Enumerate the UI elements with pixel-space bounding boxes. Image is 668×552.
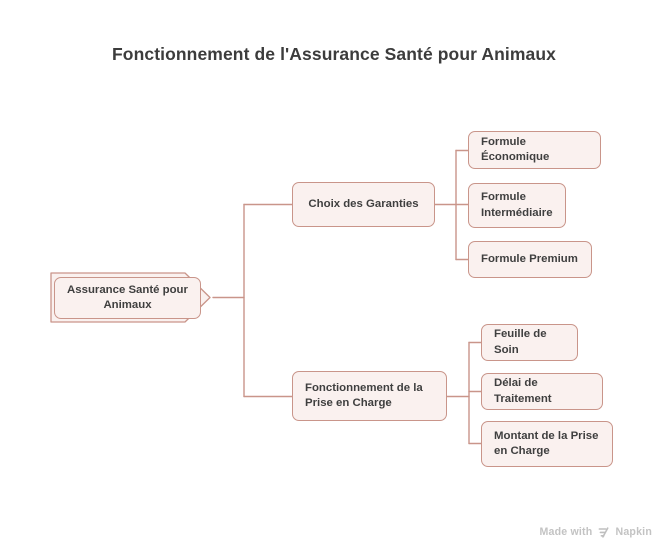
- napkin-chevrons-icon: [597, 526, 610, 538]
- watermark: Made with Napkin: [539, 526, 652, 538]
- leaf-node-delai-de-traitement[interactable]: Délai de Traitement: [481, 373, 603, 410]
- leaf-node-formule-economique[interactable]: Formule Économique: [468, 131, 601, 169]
- branch-node-choix-des-garanties[interactable]: Choix des Garanties: [292, 182, 435, 227]
- page-title: Fonctionnement de l'Assurance Santé pour…: [112, 44, 556, 64]
- leaf-node-feuille-de-soin[interactable]: Feuille de Soin: [481, 324, 578, 361]
- leaf-node-formule-premium[interactable]: Formule Premium: [468, 241, 592, 278]
- leaf-node-montant-de-la-prise-en-charge[interactable]: Montant de la Prise en Charge: [481, 421, 613, 467]
- branch-node-fonctionnement-de-la-prise-en-charge[interactable]: Fonctionnement de la Prise en Charge: [292, 371, 447, 421]
- leaf-node-formule-intermediaire[interactable]: Formule Intermédiaire: [468, 183, 566, 228]
- watermark-brand: Napkin: [615, 526, 652, 538]
- watermark-prefix: Made with: [539, 526, 593, 538]
- root-node[interactable]: Assurance Santé pour Animaux: [54, 277, 201, 319]
